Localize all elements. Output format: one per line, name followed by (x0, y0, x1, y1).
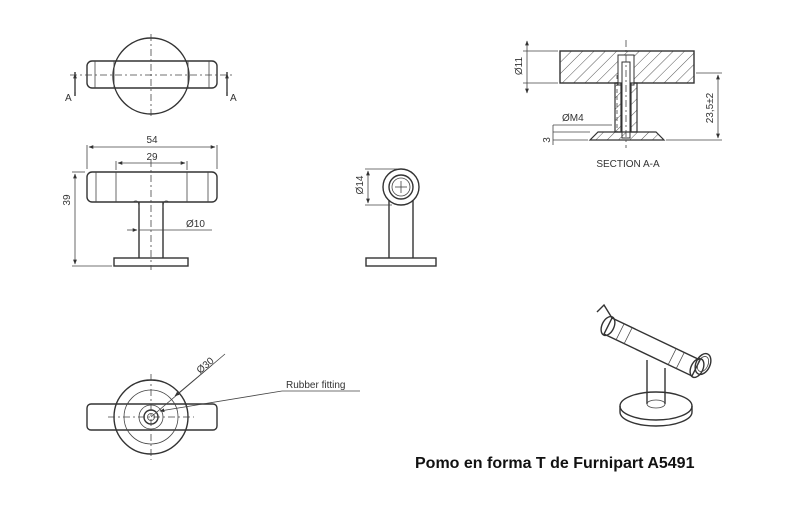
dim-section-height: 23,5±2 (705, 92, 716, 123)
dim-base-diameter: Ø30 (195, 355, 217, 376)
dim-head-diameter: Ø14 (355, 175, 366, 194)
dim-overall-width: 54 (146, 135, 158, 146)
dim-height: 39 (62, 194, 73, 206)
top-view: A A (65, 34, 237, 118)
dim-section-head-diameter: Ø11 (514, 56, 525, 75)
isometric-view (596, 303, 712, 427)
dim-thread: ØM4 (562, 113, 584, 124)
section-marker-left: A (65, 93, 72, 104)
dim-stem-diameter: Ø10 (186, 219, 205, 230)
section-view: Ø11 ØM4 3 23,5±2 SECTION A-A (514, 40, 722, 170)
section-marker-right: A (230, 93, 237, 104)
bottom-view: Ø30 Rubber fitting (86, 353, 360, 460)
rubber-fitting-note: Rubber fitting (286, 380, 345, 391)
front-view: 54 29 39 Ø10 (62, 135, 218, 270)
side-view: Ø14 (355, 168, 437, 267)
dim-base-thickness: 3 (542, 137, 553, 143)
section-title: SECTION A-A (596, 159, 660, 170)
product-caption: Pomo en forma T de Furnipart A5491 (415, 455, 695, 472)
dim-bar-width: 29 (146, 152, 158, 163)
